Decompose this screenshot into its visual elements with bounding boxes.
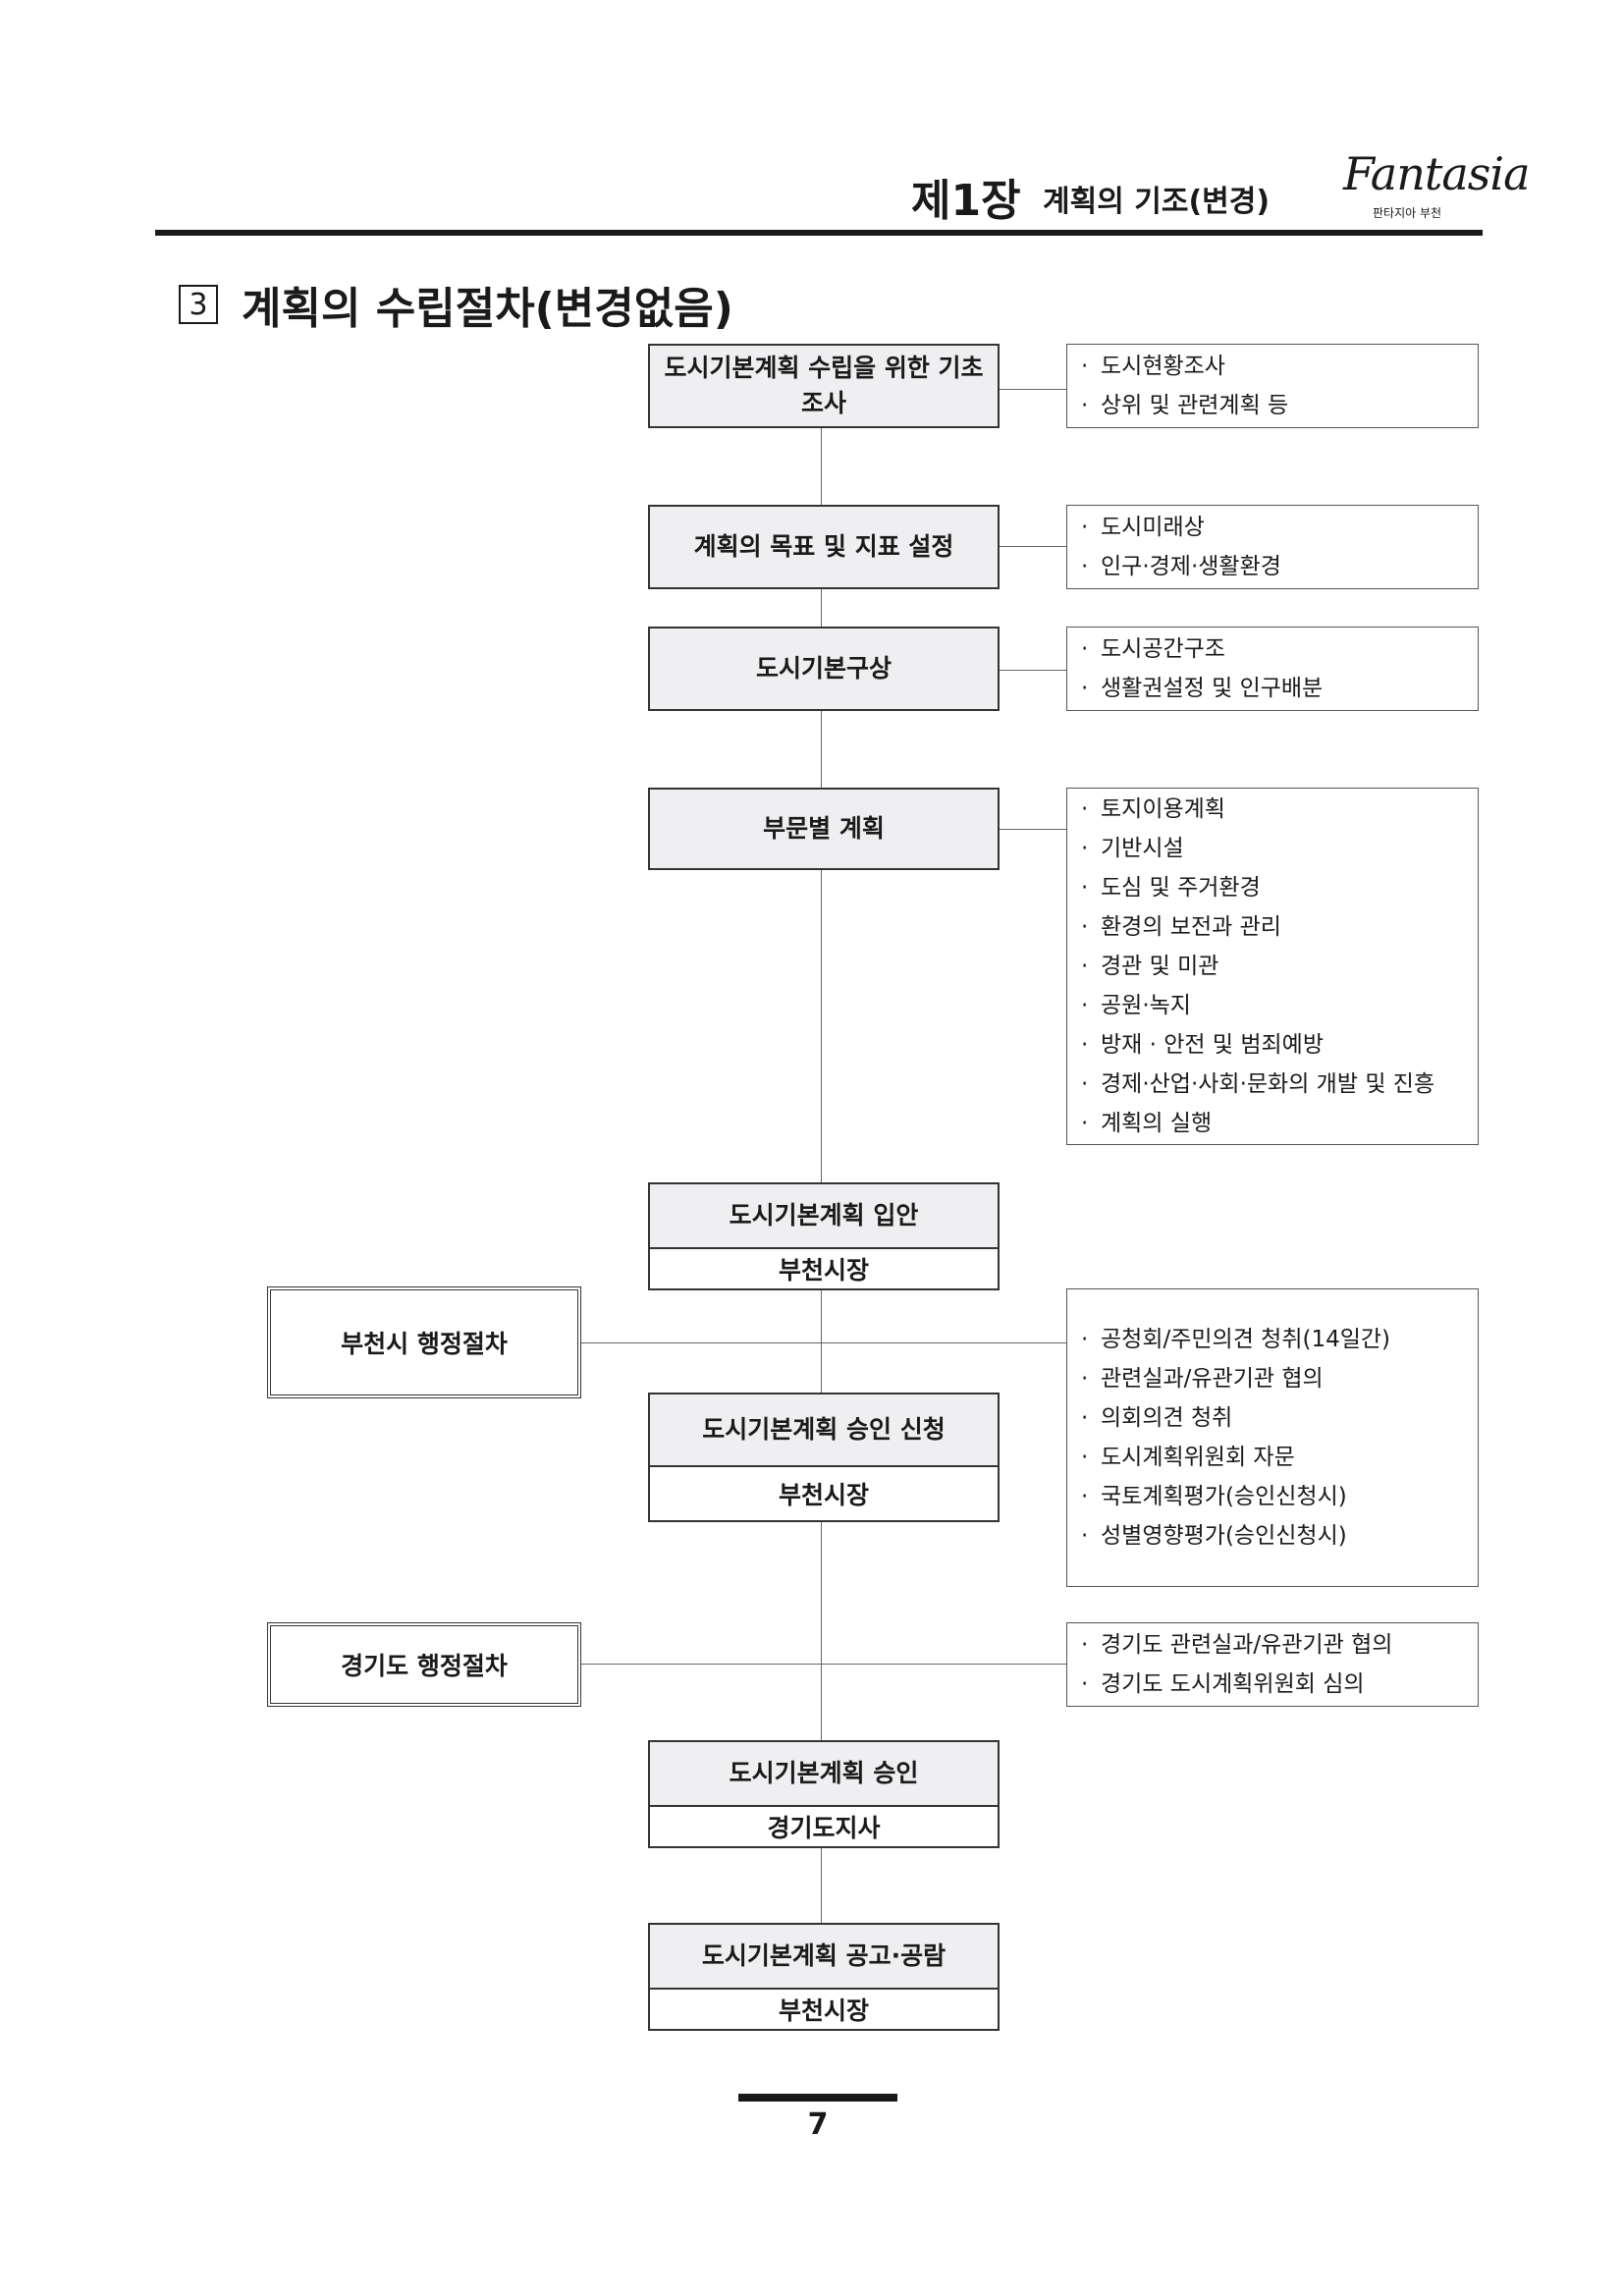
admin-gyeonggi-box: 경기도 행정절차 <box>267 1622 581 1707</box>
step-public-notice-title: 도시기본계획 공고·공람 <box>648 1923 1000 1990</box>
detail-item: 방재 · 안전 및 범죄예방 <box>1081 1025 1464 1065</box>
chapter-title: 계획의 기조(변경) <box>1043 185 1271 219</box>
detail-item: 환경의 보전과 관리 <box>1081 907 1464 947</box>
detail-item: 인구·경제·생활환경 <box>1081 547 1464 586</box>
connector-step1-detail <box>1000 389 1066 390</box>
step-plan-draft: 도시기본계획 입안 부천시장 <box>648 1182 1000 1290</box>
chapter-number: 제1장 <box>911 176 1021 226</box>
detail-gyeonggi-admin: 경기도 관련실과/유관기관 협의 경기도 도시계획위원회 심의 <box>1066 1622 1479 1707</box>
detail-item: 생활권설정 및 인구배분 <box>1081 669 1464 708</box>
step-approval: 도시기본계획 승인 경기도지사 <box>648 1740 1000 1848</box>
step-sector-plan: 부문별 계획 <box>648 788 1000 870</box>
step-public-notice-sub: 부천시장 <box>648 1990 1000 2031</box>
step-public-notice: 도시기본계획 공고·공람 부천시장 <box>648 1923 1000 2031</box>
detail-basic-concept: 도시공간구조 생활권설정 및 인구배분 <box>1066 627 1479 711</box>
detail-item: 공청회/주민의견 청취(14일간) <box>1081 1320 1464 1359</box>
detail-item: 관련실과/유관기관 협의 <box>1081 1359 1464 1398</box>
header-rule <box>155 230 1483 236</box>
detail-item: 경제·산업·사회·문화의 개발 및 진흥 <box>1081 1065 1464 1104</box>
detail-item: 기반시설 <box>1081 829 1464 868</box>
detail-item: 경관 및 미관 <box>1081 947 1464 986</box>
detail-item: 도심 및 주거환경 <box>1081 868 1464 907</box>
step-approval-request-sub: 부천시장 <box>648 1467 1000 1522</box>
section-title: 3 계획의 수립절차(변경없음) <box>179 273 733 336</box>
connector-step2-detail <box>1000 546 1066 547</box>
detail-goal-setting: 도시미래상 인구·경제·생활환경 <box>1066 505 1479 589</box>
detail-bucheon-admin: 공청회/주민의견 청취(14일간) 관련실과/유관기관 협의 의회의견 청취 도… <box>1066 1288 1479 1587</box>
detail-item: 계획의 실행 <box>1081 1104 1464 1143</box>
step-approval-request-title: 도시기본계획 승인 신청 <box>648 1393 1000 1467</box>
detail-item: 도시계획위원회 자문 <box>1081 1438 1464 1477</box>
step-goal-setting: 계획의 목표 및 지표 설정 <box>648 505 1000 589</box>
detail-item: 공원·녹지 <box>1081 986 1464 1025</box>
detail-item: 도시현황조사 <box>1081 347 1464 386</box>
step-plan-draft-sub: 부천시장 <box>648 1249 1000 1290</box>
detail-item: 경기도 관련실과/유관기관 협의 <box>1081 1625 1464 1665</box>
step-basic-survey: 도시기본계획 수립을 위한 기초조사 <box>648 344 1000 428</box>
connector-step3-detail <box>1000 670 1066 671</box>
step-approval-sub: 경기도지사 <box>648 1807 1000 1848</box>
detail-sector-plan: 토지이용계획 기반시설 도심 및 주거환경 환경의 보전과 관리 경관 및 미관… <box>1066 788 1479 1145</box>
detail-item: 토지이용계획 <box>1081 790 1464 829</box>
section-number-box: 3 <box>179 285 218 324</box>
step-basic-concept: 도시기본구상 <box>648 627 1000 711</box>
connector-bucheon-admin <box>581 1342 1066 1343</box>
detail-item: 도시공간구조 <box>1081 629 1464 669</box>
page-number: 7 <box>807 2107 829 2142</box>
step-approval-title: 도시기본계획 승인 <box>648 1740 1000 1807</box>
connector-gyeonggi-admin <box>581 1664 1066 1665</box>
detail-item: 도시미래상 <box>1081 508 1464 547</box>
logo-subtitle: 판타지아 부천 <box>1373 206 1442 220</box>
step-plan-draft-title: 도시기본계획 입안 <box>648 1182 1000 1249</box>
detail-item: 성별영향평가(승인신청시) <box>1081 1516 1464 1556</box>
connector-step4-detail <box>1000 829 1066 830</box>
step-approval-request: 도시기본계획 승인 신청 부천시장 <box>648 1393 1000 1522</box>
admin-bucheon-box: 부천시 행정절차 <box>267 1286 581 1398</box>
section-title-text: 계획의 수립절차(변경없음) <box>242 284 733 334</box>
detail-basic-survey: 도시현황조사 상위 및 관련계획 등 <box>1066 344 1479 428</box>
detail-item: 국토계획평가(승인신청시) <box>1081 1477 1464 1516</box>
page-number-bar <box>738 2094 897 2102</box>
fantasia-logo: Fantasia <box>1343 147 1530 200</box>
detail-item: 상위 및 관련계획 등 <box>1081 386 1464 425</box>
detail-item: 경기도 도시계획위원회 심의 <box>1081 1665 1464 1704</box>
detail-item: 의회의견 청취 <box>1081 1398 1464 1438</box>
